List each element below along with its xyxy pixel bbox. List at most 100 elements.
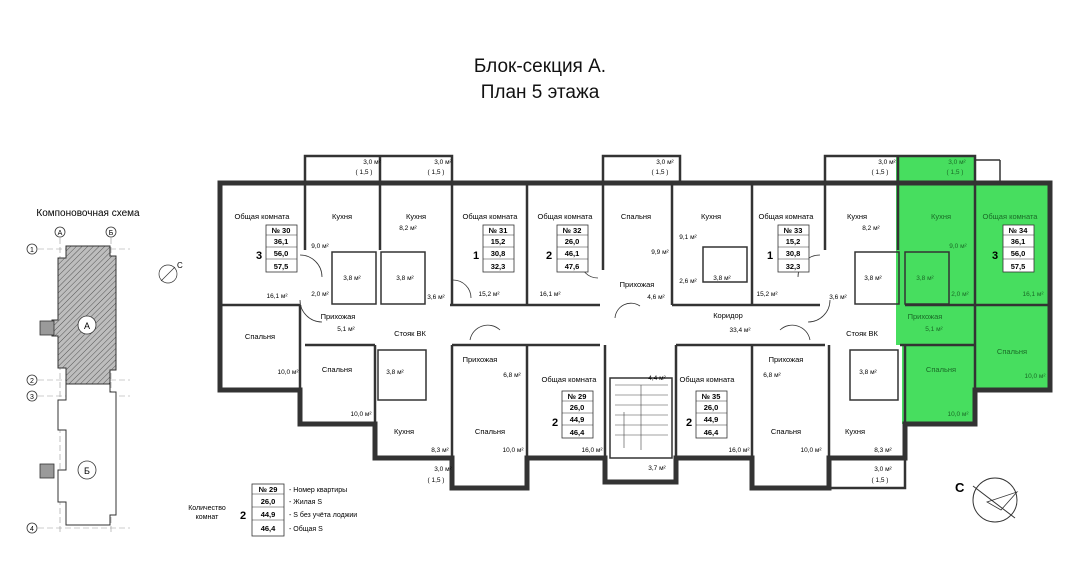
svg-text:3,6 м²: 3,6 м² bbox=[427, 294, 445, 301]
svg-text:46,1: 46,1 bbox=[565, 249, 580, 258]
svg-text:36,1: 36,1 bbox=[274, 237, 289, 246]
svg-text:№ 30: № 30 bbox=[272, 226, 291, 235]
plan-title: Блок-секция А. bbox=[473, 56, 607, 77]
room-spalnya-34a: Спальня bbox=[997, 347, 1027, 356]
room-kuhnya-33: Кухня bbox=[847, 212, 867, 221]
svg-text:44,9: 44,9 bbox=[570, 415, 585, 424]
scheme-axis-4: 4 bbox=[26, 522, 38, 534]
room-prih-30: Прихожая bbox=[321, 312, 356, 321]
svg-text:- Номер квартиры: - Номер квартиры bbox=[289, 487, 347, 494]
svg-text:2,0 м²: 2,0 м² bbox=[311, 291, 329, 298]
svg-text:26,0: 26,0 bbox=[704, 403, 719, 412]
svg-text:3,0 м²: 3,0 м² bbox=[363, 159, 381, 166]
svg-text:3,7 м²: 3,7 м² bbox=[648, 465, 666, 472]
svg-text:44,9: 44,9 bbox=[261, 510, 276, 519]
svg-text:3,6 м²: 3,6 м² bbox=[829, 294, 847, 301]
room-kuhnya-35: Кухня bbox=[845, 427, 865, 436]
riser-right: Стояк ВК bbox=[846, 329, 878, 338]
room-obsh-33: Общая комната bbox=[759, 212, 815, 221]
svg-text:3,8 м²: 3,8 м² bbox=[859, 369, 877, 376]
svg-text:8,2 м²: 8,2 м² bbox=[399, 225, 417, 232]
svg-text:33,4 м²: 33,4 м² bbox=[729, 327, 751, 334]
svg-text:1: 1 bbox=[30, 247, 34, 254]
scheme-title: Компоновочная схема bbox=[36, 208, 140, 219]
svg-text:2: 2 bbox=[30, 378, 34, 385]
room-kuhnya-31: Кухня bbox=[406, 212, 426, 221]
svg-text:56,0: 56,0 bbox=[1011, 249, 1026, 258]
svg-text:2,6 м²: 2,6 м² bbox=[679, 278, 697, 285]
svg-text:- Общая S: - Общая S bbox=[289, 525, 323, 533]
svg-text:( 1,5 ): ( 1,5 ) bbox=[356, 169, 373, 176]
svg-text:57,5: 57,5 bbox=[274, 262, 289, 271]
svg-text:4: 4 bbox=[30, 526, 34, 533]
room-kuhnya-32: Кухня bbox=[701, 212, 721, 221]
svg-text:9,9 м²: 9,9 м² bbox=[651, 249, 669, 256]
scheme-block-a-label: А bbox=[84, 321, 90, 331]
apt-30-info: № 30 36,1 56,0 57,5 3 bbox=[256, 224, 298, 273]
room-labels: Общая комната Кухня Кухня Общая комната … bbox=[235, 212, 1039, 436]
room-obsh-29: Общая комната bbox=[542, 375, 598, 384]
room-kuhnya-30: Кухня bbox=[332, 212, 352, 221]
room-spalnya-34b: Спальня bbox=[926, 365, 956, 374]
svg-text:№ 29: № 29 bbox=[259, 485, 278, 494]
svg-text:30,8: 30,8 bbox=[491, 249, 506, 258]
svg-text:( 1,5 ): ( 1,5 ) bbox=[872, 477, 889, 484]
svg-text:16,1 м²: 16,1 м² bbox=[266, 293, 288, 300]
svg-text:2: 2 bbox=[686, 417, 692, 429]
svg-text:32,3: 32,3 bbox=[491, 262, 506, 271]
svg-text:3,8 м²: 3,8 м² bbox=[713, 275, 731, 282]
compass-small-icon: С bbox=[158, 261, 183, 284]
apt-33-info: № 33 15,2 30,8 32,3 1 bbox=[767, 224, 810, 273]
svg-text:9,1 м²: 9,1 м² bbox=[679, 234, 697, 241]
scheme-block-a bbox=[51, 245, 117, 385]
stairs bbox=[615, 384, 668, 450]
svg-text:36,1: 36,1 bbox=[1011, 237, 1026, 246]
svg-text:16,0 м²: 16,0 м² bbox=[728, 447, 750, 454]
svg-text:30,8: 30,8 bbox=[786, 249, 801, 258]
scheme-axis-3: 3 bbox=[26, 390, 38, 402]
scheme-axis-a: А bbox=[54, 226, 66, 238]
svg-text:6,8 м²: 6,8 м² bbox=[503, 372, 521, 379]
svg-text:46,4: 46,4 bbox=[570, 428, 585, 437]
svg-text:( 1,5 ): ( 1,5 ) bbox=[428, 477, 445, 484]
svg-text:2: 2 bbox=[240, 510, 246, 522]
riser-left: Стояк ВК bbox=[394, 329, 426, 338]
svg-text:2,0 м²: 2,0 м² bbox=[951, 291, 969, 298]
svg-text:Количество: Количество bbox=[188, 505, 226, 512]
scheme-block-b bbox=[57, 383, 117, 526]
building-walls bbox=[217, 154, 1053, 491]
apartment-boxes: № 30 36,1 56,0 57,5 3 № 31 15,2 30,8 32,… bbox=[256, 224, 1035, 439]
room-kuhnya-34: Кухня bbox=[931, 212, 951, 221]
room-spalnya-30b: Спальня bbox=[322, 365, 352, 374]
room-obsh-32: Общая комната bbox=[538, 212, 594, 221]
svg-text:16,1 м²: 16,1 м² bbox=[1022, 291, 1044, 298]
svg-text:3,0 м²: 3,0 м² bbox=[878, 159, 896, 166]
svg-text:1: 1 bbox=[473, 250, 479, 262]
room-kuhnya-29: Кухня bbox=[394, 427, 414, 436]
apt-29-info: № 29 26,0 44,9 46,4 2 bbox=[552, 390, 594, 439]
svg-text:2: 2 bbox=[552, 417, 558, 429]
svg-text:26,0: 26,0 bbox=[565, 237, 580, 246]
svg-text:2: 2 bbox=[546, 250, 552, 262]
svg-text:5,1 м²: 5,1 м² bbox=[337, 326, 355, 333]
svg-text:3: 3 bbox=[992, 250, 998, 262]
svg-text:8,2 м²: 8,2 м² bbox=[862, 225, 880, 232]
area-labels: 3,0 м² ( 1,5 ) 3,0 м² ( 1,5 ) 3,0 м² ( 1,5 … bbox=[266, 159, 1046, 484]
svg-text:4,4 м²: 4,4 м² bbox=[648, 375, 666, 382]
svg-text:4,6 м²: 4,6 м² bbox=[647, 294, 665, 301]
corridor-label: Коридор bbox=[713, 311, 743, 320]
room-obsh-30: Общая комната bbox=[235, 212, 291, 221]
svg-text:26,0: 26,0 bbox=[261, 497, 276, 506]
svg-text:9,0 м²: 9,0 м² bbox=[949, 243, 967, 250]
svg-text:16,0 м²: 16,0 м² bbox=[581, 447, 603, 454]
svg-text:№ 31: № 31 bbox=[489, 226, 508, 235]
compass-icon: С bbox=[955, 477, 1019, 523]
svg-text:10,0 м²: 10,0 м² bbox=[1024, 373, 1046, 380]
svg-text:3,0 м²: 3,0 м² bbox=[434, 466, 452, 473]
svg-text:3,8 м²: 3,8 м² bbox=[396, 275, 414, 282]
layout-scheme: Компоновочная схема А Б 1 2 3 4 А Б bbox=[26, 208, 140, 534]
svg-text:5,1 м²: 5,1 м² bbox=[925, 326, 943, 333]
room-spalnya-35: Спальня bbox=[771, 427, 801, 436]
svg-text:А: А bbox=[58, 230, 63, 237]
